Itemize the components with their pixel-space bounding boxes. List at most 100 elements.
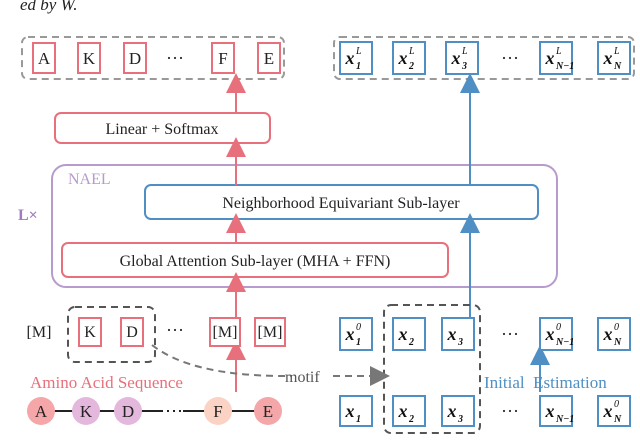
output-coord-ellipsis: ··· (501, 48, 519, 68)
output-token-box (32, 42, 56, 74)
neq-sublayer-label: Neighborhood Equivariant Sub-layer (222, 195, 460, 212)
input-coord-superscript: 0 (614, 322, 619, 333)
masked-token-box (120, 317, 144, 347)
caption-fragment: ed by W. (20, 0, 77, 14)
output-coord-superscript: L (555, 46, 562, 57)
input-coord-subscript: 2 (408, 337, 414, 348)
true-coord-box (441, 395, 475, 427)
linear-softmax-box (54, 112, 271, 144)
input-coord-subscript: 3 (457, 337, 463, 348)
residue-node (72, 397, 100, 425)
true-coord-subscript: 2 (408, 414, 414, 425)
output-coord-box (445, 41, 479, 75)
output-coord-symbol: x (398, 48, 408, 68)
output-coord-subscript: 2 (408, 61, 414, 72)
input-coord-symbol: x (345, 324, 355, 344)
motif-group-coords (383, 304, 481, 434)
output-token-label: D (129, 49, 141, 68)
output-token-box (257, 42, 281, 74)
masked-token-label: D (126, 324, 138, 341)
residue-node (204, 397, 232, 425)
residue-node (27, 397, 55, 425)
residue-label: A (35, 402, 48, 421)
output-coord-box (539, 41, 573, 75)
input-coord-subscript: N−1 (555, 337, 574, 348)
output-coords-group (333, 36, 635, 80)
true-coord-symbol: x (398, 401, 408, 421)
output-coord-subscript: 1 (356, 61, 361, 72)
output-token-box (123, 42, 147, 74)
input-coord-box (339, 317, 373, 351)
output-coord-box (339, 41, 373, 75)
nael-block (51, 164, 558, 288)
motif-connector (151, 344, 292, 377)
output-token-box (77, 42, 101, 74)
global-attention-label: Global Attention Sub-layer (MHA + FFN) (120, 253, 391, 270)
input-coord-box (392, 317, 426, 351)
true-coord-superscript: 0 (614, 399, 619, 410)
global-attention-box (61, 242, 449, 278)
true-coord-symbol: x (603, 401, 613, 421)
output-coord-symbol: x (545, 48, 555, 68)
motif-group-tokens (67, 306, 156, 363)
true-coord-box (339, 395, 373, 427)
input-coord-symbol: x (398, 324, 408, 344)
true-coord-symbol: x (345, 401, 355, 421)
input-coord-box (539, 317, 573, 351)
mask-token-box (209, 317, 241, 347)
initial-estimation-label: Initial Estimation (484, 373, 607, 392)
output-coord-subscript: N−1 (555, 61, 574, 72)
residue-label: F (213, 402, 222, 421)
output-token-ellipsis: ··· (166, 48, 184, 68)
mask-token-label: [M] (258, 324, 283, 341)
output-token-box (211, 42, 235, 74)
true-coord-box (539, 395, 573, 427)
input-coord-symbol: x (545, 324, 555, 344)
output-token-label: F (218, 49, 227, 68)
amino-acid-sequence-label: Amino Acid Sequence (30, 373, 183, 392)
repeat-label: L× (18, 207, 38, 224)
output-coord-subscript: N (613, 61, 622, 72)
linear-softmax-label: Linear + Softmax (106, 121, 219, 138)
input-coord-box (441, 317, 475, 351)
output-tokens-group (21, 36, 285, 80)
residue-label: D (122, 402, 134, 421)
input-coord-ellipsis: ··· (501, 324, 519, 344)
true-coord-symbol: x (447, 401, 457, 421)
masked-token-ellipsis: ··· (166, 320, 184, 340)
output-coord-superscript: L (355, 46, 362, 57)
true-coord-box (392, 395, 426, 427)
output-token-label: A (38, 49, 51, 68)
residue-node (254, 397, 282, 425)
mask-token-label: [M] (213, 324, 238, 341)
input-coord-superscript: 0 (356, 322, 361, 333)
output-coord-subscript: 3 (461, 61, 467, 72)
true-coord-subscript: 3 (457, 414, 463, 425)
neq-sublayer-box (144, 184, 539, 220)
output-coord-symbol: x (345, 48, 355, 68)
input-coord-subscript: 1 (356, 337, 361, 348)
output-coord-symbol: x (603, 48, 613, 68)
input-coord-subscript: N (613, 337, 622, 348)
output-coord-superscript: L (461, 46, 468, 57)
output-token-label: E (264, 49, 274, 68)
true-coord-symbol: x (545, 401, 555, 421)
mask-token-box (254, 317, 286, 347)
motif-label: motif (285, 369, 320, 386)
true-coord-ellipsis: ··· (501, 401, 519, 421)
input-coord-symbol: x (447, 324, 457, 344)
output-token-label: K (83, 49, 96, 68)
residue-label: E (263, 402, 273, 421)
true-coord-box (597, 395, 631, 427)
input-coord-box (597, 317, 631, 351)
input-coord-symbol: x (603, 324, 613, 344)
output-coord-box (392, 41, 426, 75)
true-coord-subscript: 1 (356, 414, 361, 425)
nael-label: NAEL (68, 171, 111, 188)
true-coord-subscript: N−1 (555, 414, 574, 425)
residue-node (114, 397, 142, 425)
output-coord-symbol: x (451, 48, 461, 68)
true-coord-subscript: N (613, 414, 622, 425)
output-coord-superscript: L (408, 46, 415, 57)
